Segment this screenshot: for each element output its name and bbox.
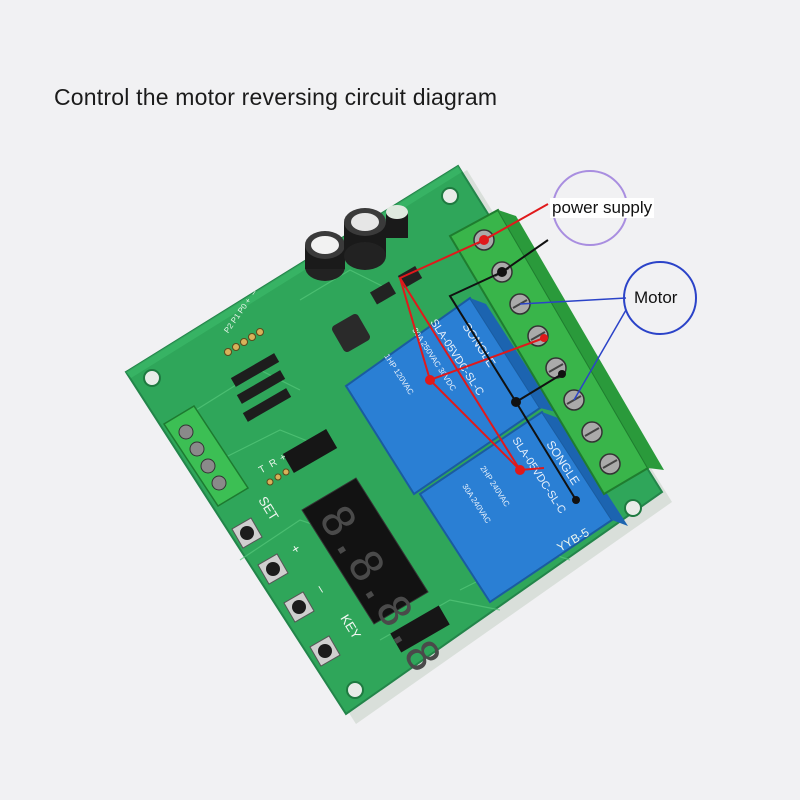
header-label-minus: – [249, 288, 259, 297]
comm-header [266, 468, 290, 486]
comm-label-plus: + [278, 452, 289, 465]
pin-header [224, 328, 264, 356]
power-supply-label: power supply [550, 198, 655, 218]
capacitor [386, 205, 408, 238]
regulator-chip [369, 281, 397, 305]
resistor-array [230, 353, 292, 422]
red-junction-dot [540, 334, 548, 342]
plus-button[interactable] [257, 553, 289, 585]
black-junction-dot [558, 370, 566, 378]
signal-terminal-block [162, 404, 250, 508]
minus-button[interactable] [283, 591, 315, 623]
header-label-plus: + [243, 296, 253, 305]
ic-chip [282, 428, 338, 474]
black-junction-dot [497, 267, 507, 277]
black-wire [448, 239, 577, 501]
motor-callout-circle [623, 261, 697, 335]
ic-chip [390, 605, 450, 653]
black-junction-dot [572, 496, 580, 504]
black-junction-dot [511, 397, 521, 407]
motor-label: Motor [634, 288, 678, 307]
red-junction-dot [425, 375, 435, 385]
motor-wire [519, 297, 627, 401]
mounting-hole [143, 369, 161, 387]
key-button[interactable] [309, 635, 341, 667]
relay-1: SONGLE SLA-05VDC-SL-C 30A 250VAC 30VDC 1… [344, 296, 556, 496]
set-button[interactable] [231, 517, 263, 549]
red-junction-dot [515, 465, 525, 475]
capacitor [305, 231, 345, 281]
mounting-hole [441, 187, 459, 205]
comm-label-r: R [268, 457, 280, 470]
mounting-hole [624, 499, 642, 517]
capacitor [344, 208, 386, 270]
inductor [331, 313, 371, 353]
mounting-hole [346, 681, 364, 699]
page-title: Control the motor reversing circuit diag… [54, 84, 498, 110]
comm-label-t: T [257, 464, 268, 477]
red-junction-dot [479, 235, 489, 245]
